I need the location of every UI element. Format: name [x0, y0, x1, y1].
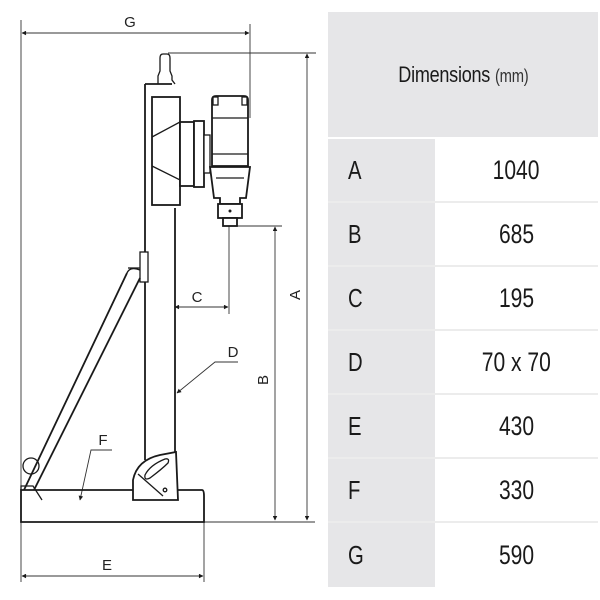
label-c: C: [192, 289, 203, 306]
row-label: C: [328, 267, 435, 329]
carriage: [151, 96, 211, 206]
table-header-unit: (mm): [494, 65, 529, 86]
column-top-cap: [157, 53, 176, 85]
dimension-a: A: [168, 52, 316, 521]
row-value: 195: [435, 267, 598, 329]
dimension-g: G: [20, 14, 251, 500]
table-row: A 1040: [328, 139, 598, 203]
label-f: F: [98, 432, 107, 449]
table-header-title: Dimensions: [397, 61, 490, 87]
base-plate: [20, 489, 205, 523]
row-label: B: [328, 203, 435, 265]
dimension-f: F: [78, 432, 112, 501]
row-label: F: [328, 459, 435, 521]
row-value: 430: [435, 395, 598, 457]
diagonal-brace: [20, 251, 149, 501]
table-row: B 685: [328, 203, 598, 267]
table-row: C 195: [328, 267, 598, 331]
label-a: A: [287, 290, 304, 300]
row-label: E: [328, 395, 435, 457]
row-label: A: [328, 139, 435, 201]
label-b: B: [255, 375, 272, 385]
dimension-e: E: [20, 500, 205, 582]
table-row: E 430: [328, 395, 598, 459]
row-label: D: [328, 331, 435, 393]
table-row: D 70 x 70: [328, 331, 598, 395]
dimension-b: B: [234, 225, 282, 521]
dimension-c: C: [174, 226, 230, 314]
row-label: G: [328, 523, 435, 587]
label-g: G: [124, 14, 136, 31]
row-value: 70 x 70: [435, 331, 598, 393]
table-header: Dimensions(mm): [328, 12, 598, 139]
row-value: 685: [435, 203, 598, 265]
foot-bracket: [132, 450, 179, 501]
drill-motor: [208, 95, 252, 227]
label-e: E: [102, 557, 112, 574]
dimensions-table: Dimensions(mm) A 1040 B 685 C 195 D 70 x…: [328, 12, 598, 587]
row-value: 590: [435, 523, 598, 587]
row-value: 330: [435, 459, 598, 521]
table-row: F 330: [328, 459, 598, 523]
label-d: D: [228, 344, 239, 361]
drill-stand-drawing: G A B C D F E: [20, 14, 316, 582]
dimension-d: D: [176, 344, 239, 394]
row-value: 1040: [435, 139, 598, 201]
table-row: G 590: [328, 523, 598, 587]
